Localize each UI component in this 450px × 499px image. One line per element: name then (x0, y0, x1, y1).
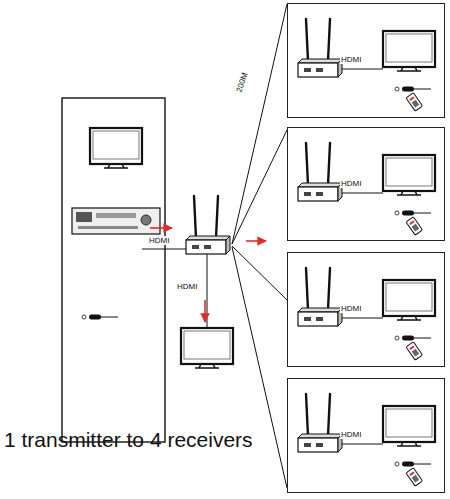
distance-label: 200M (234, 70, 249, 94)
distance-label: HDMI (176, 282, 198, 291)
receiver-panel: HDMI (287, 252, 445, 367)
hdmi-label: HDMI (340, 430, 362, 439)
hdmi-label: HDMI (340, 179, 362, 188)
hdmi-label: HDMI (340, 304, 362, 313)
caption: 1 transmitter to 4 receivers (4, 428, 253, 452)
receiver-panel: HDMI (287, 3, 445, 118)
hdmi-label: HDMI (340, 55, 362, 64)
distance-label: HDMI (148, 236, 170, 245)
receiver-panel: HDMI (287, 127, 445, 241)
receiver-panel: HDMI (287, 378, 445, 493)
